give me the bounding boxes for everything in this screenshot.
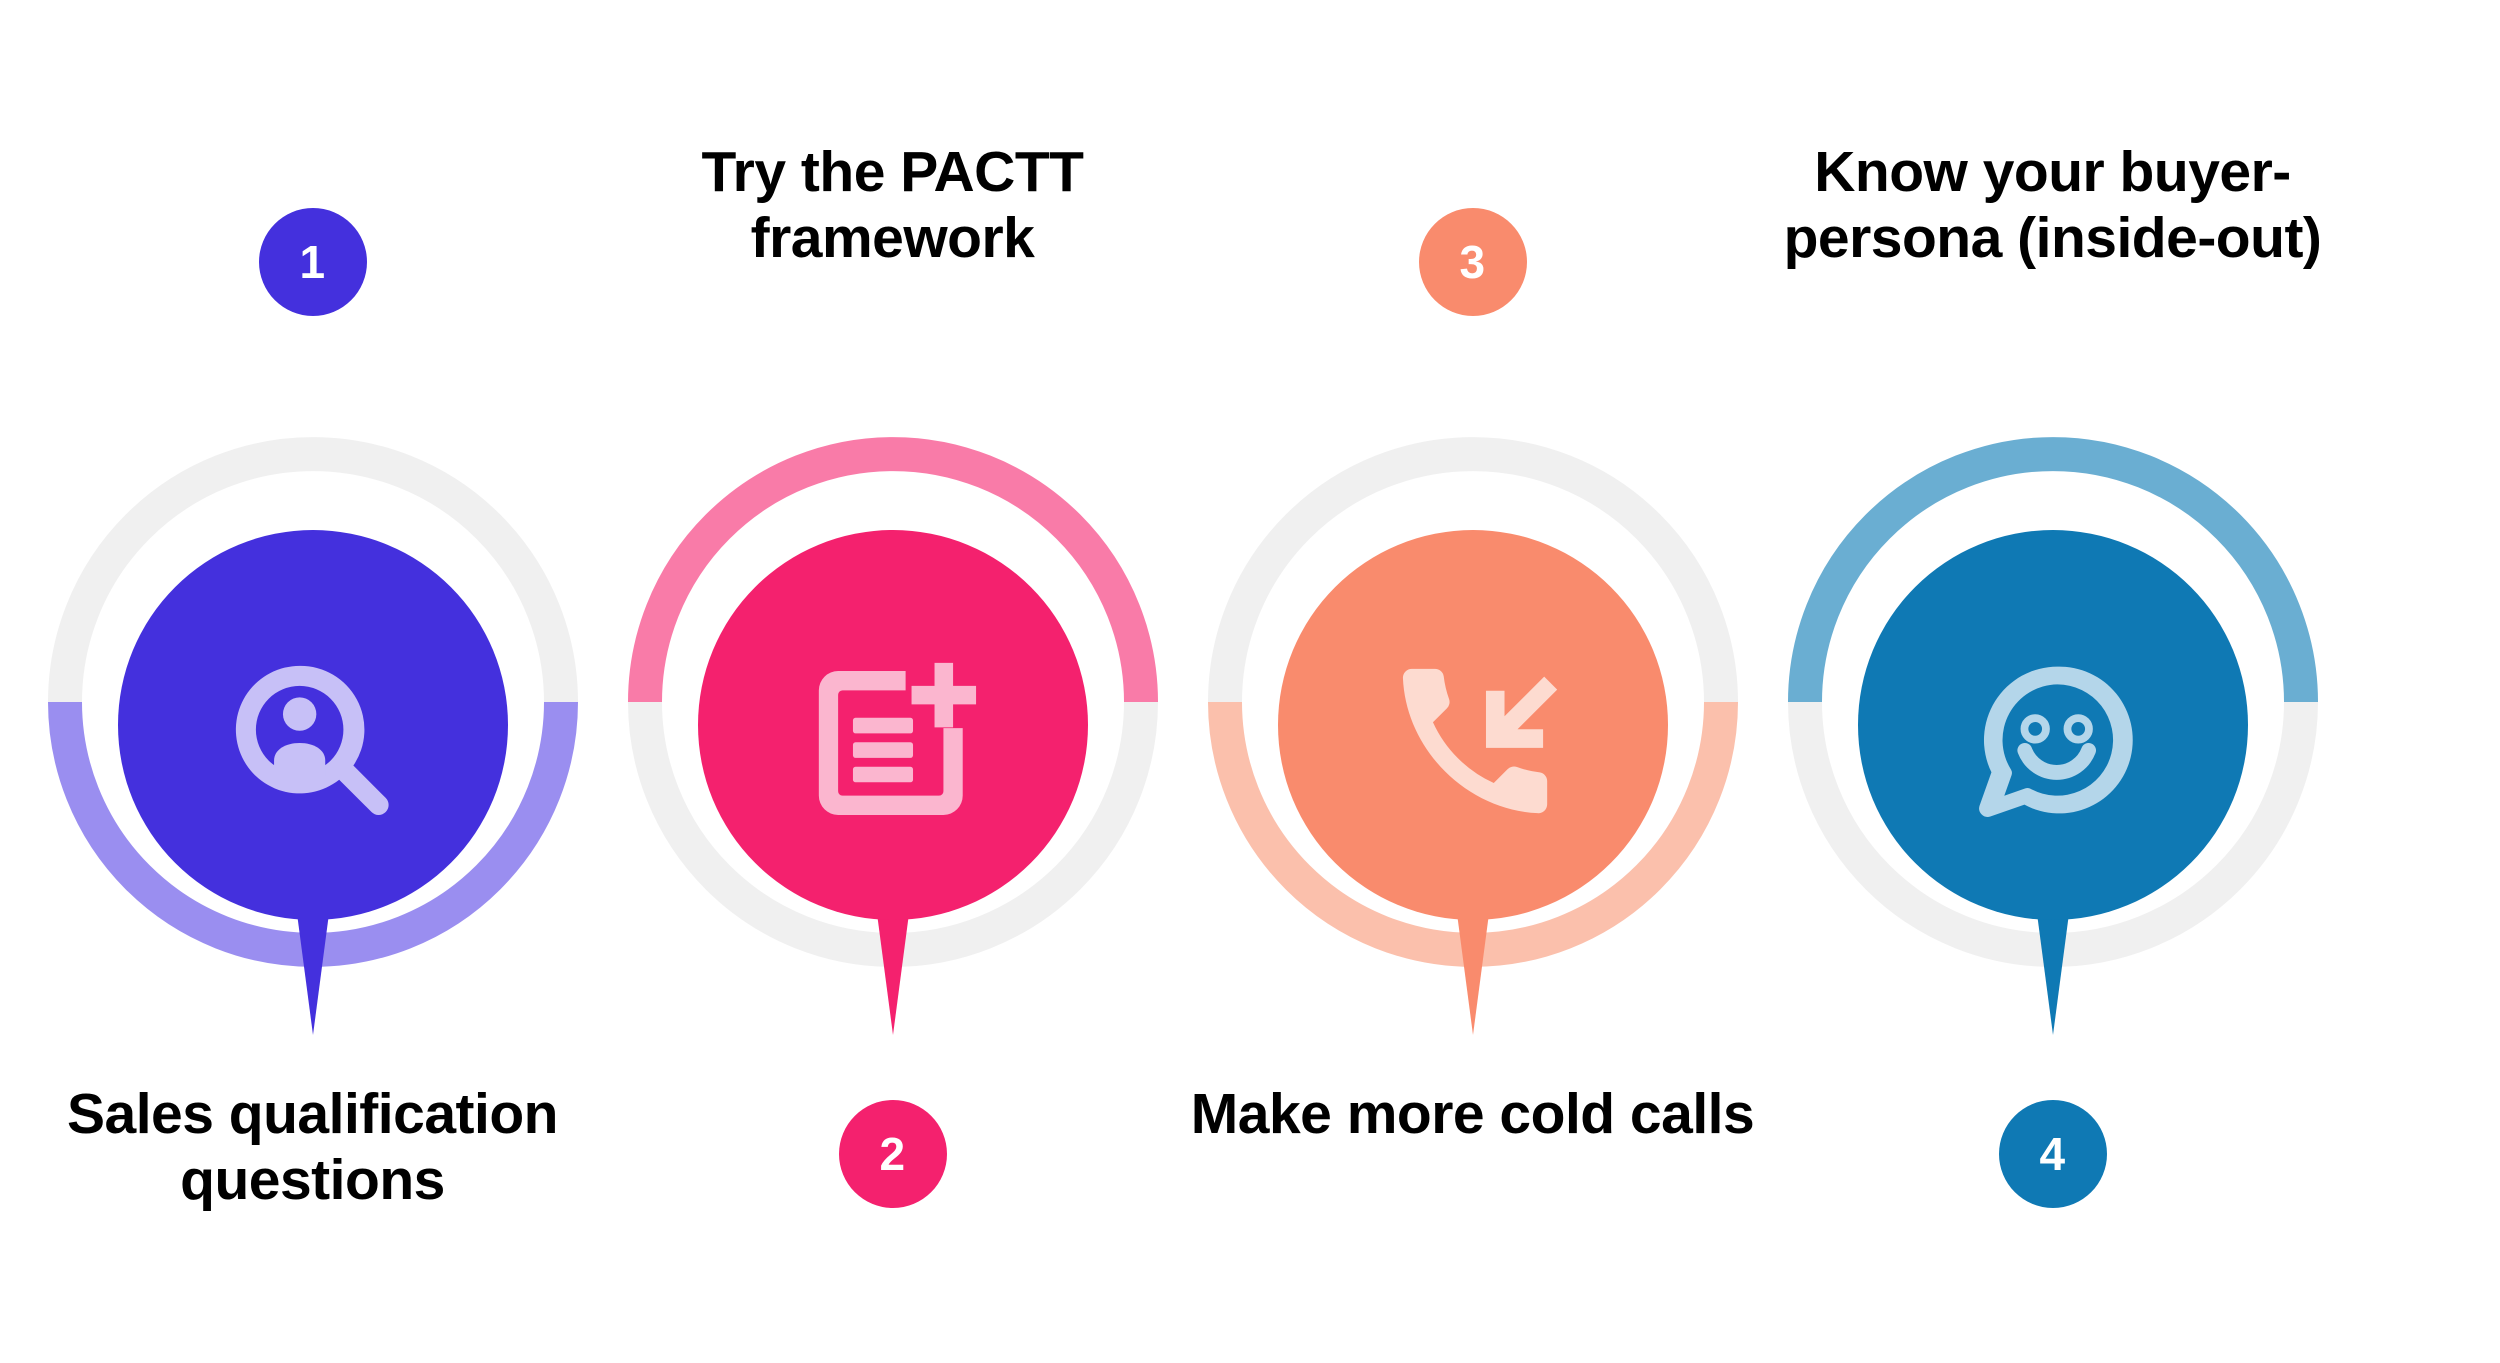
step-3-caption: Make more cold calls	[1190, 1082, 1755, 1146]
phone-incoming-call-icon	[1378, 648, 1568, 838]
step-1-map-pin[interactable]	[117, 530, 508, 1040]
step-3-map-pin[interactable]	[1277, 530, 1668, 1040]
chat-smiley-icon	[1958, 648, 2148, 838]
step-4-map-pin[interactable]	[1857, 530, 2248, 1040]
step-2-caption: Try the PACTT framework	[701, 140, 1084, 270]
step-4-caption: Know your buyer-persona (inside-out)	[1783, 140, 2322, 270]
step-2[interactable]: 2 Try the PACTT framework	[580, 0, 1205, 1363]
step-1-caption: Sales qualification questions	[67, 1082, 558, 1212]
step-1-number-badge: 1	[258, 208, 367, 316]
step-2-number-badge: 2	[838, 1100, 947, 1208]
note-add-icon	[798, 648, 988, 838]
step-4[interactable]: 4 Know your buyer-persona (inside-out)	[1740, 0, 2365, 1363]
step-4-number-badge: 4	[1998, 1100, 2107, 1208]
person-search-icon	[218, 648, 408, 838]
step-3-number-badge: 3	[1418, 208, 1527, 316]
